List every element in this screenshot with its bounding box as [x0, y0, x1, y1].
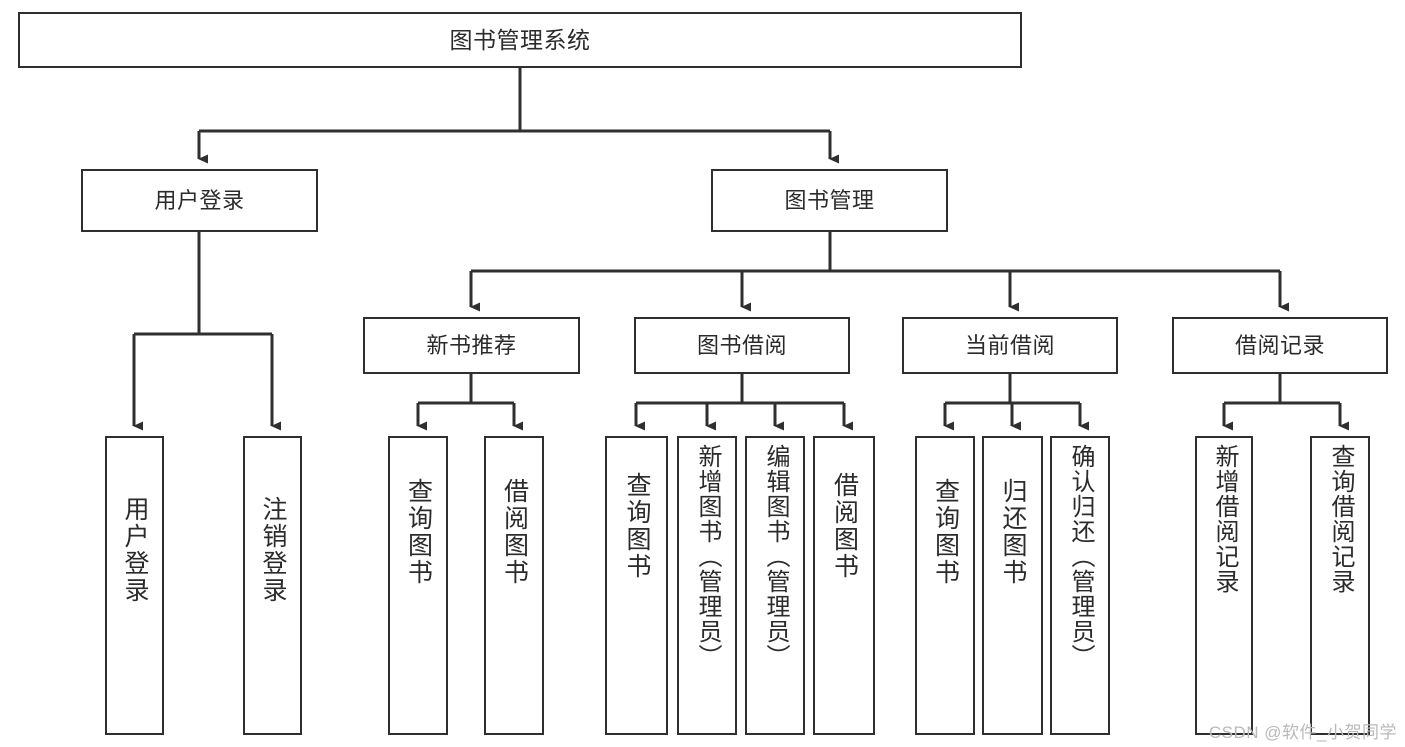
node-leaf-add-borrow-record[interactable]: 新增借阅记录	[1195, 436, 1253, 735]
node-user-login[interactable]: 用户登录	[81, 169, 318, 232]
node-label: 查询图书	[623, 472, 651, 580]
node-label: 新增图书（管理员）	[694, 444, 721, 669]
node-leaf-add-book-admin[interactable]: 新增图书（管理员）	[677, 436, 737, 735]
node-leaf-user-login[interactable]: 用户登录	[105, 436, 164, 735]
node-book-manage[interactable]: 图书管理	[711, 169, 948, 232]
node-label: 归还图书	[999, 478, 1027, 586]
node-label: 查询借阅记录	[1327, 444, 1354, 594]
node-label: 确认归还（管理员）	[1067, 444, 1094, 669]
node-current-borrow[interactable]: 当前借阅	[902, 317, 1118, 374]
node-label: 借阅图书	[830, 472, 859, 580]
watermark-text: CSDN @软件_小贺同学	[1208, 723, 1397, 742]
node-label: 图书借阅	[696, 332, 787, 358]
node-leaf-edit-book-admin[interactable]: 编辑图书（管理员）	[745, 436, 805, 735]
node-leaf-query-book-3[interactable]: 查询图书	[915, 436, 975, 735]
node-leaf-borrow-book-2[interactable]: 借阅图书	[813, 436, 875, 735]
node-label: 借阅记录	[1234, 332, 1325, 358]
node-leaf-confirm-return-admin[interactable]: 确认归还（管理员）	[1050, 436, 1110, 735]
node-label: 新增借阅记录	[1211, 444, 1238, 594]
node-book-management-system[interactable]: 图书管理系统	[18, 12, 1022, 68]
node-label: 新书推荐	[426, 332, 517, 358]
node-leaf-query-borrow-record[interactable]: 查询借阅记录	[1310, 436, 1370, 735]
node-label: 编辑图书（管理员）	[762, 444, 789, 669]
node-label: 注销登录	[259, 496, 287, 604]
node-leaf-query-book-2[interactable]: 查询图书	[605, 436, 668, 735]
node-label: 当前借阅	[964, 332, 1055, 358]
node-leaf-logout-login[interactable]: 注销登录	[243, 436, 302, 735]
node-label: 查询图书	[931, 478, 960, 586]
node-leaf-query-book-1[interactable]: 查询图书	[388, 436, 448, 735]
node-leaf-return-book[interactable]: 归还图书	[982, 436, 1043, 735]
node-label: 用户登录	[121, 496, 149, 604]
node-label: 用户登录	[154, 187, 245, 213]
node-label: 图书管理	[784, 187, 875, 213]
node-borrow-record[interactable]: 借阅记录	[1172, 317, 1388, 374]
node-book-borrow[interactable]: 图书借阅	[634, 317, 850, 374]
node-label: 图书管理系统	[449, 26, 591, 53]
node-leaf-borrow-book-1[interactable]: 借阅图书	[484, 436, 544, 735]
node-label: 查询图书	[404, 478, 433, 586]
node-label: 借阅图书	[500, 478, 529, 586]
node-new-book-recommend[interactable]: 新书推荐	[363, 317, 580, 374]
